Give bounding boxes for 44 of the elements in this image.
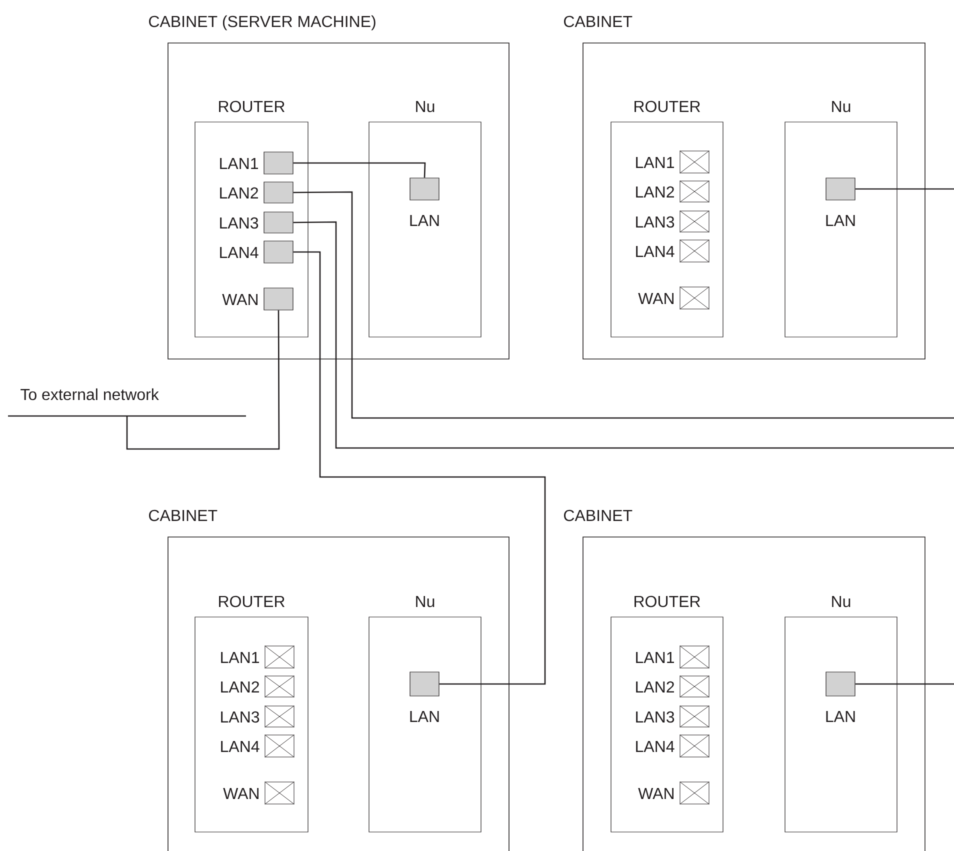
port-label: LAN <box>826 710 855 722</box>
cable-line <box>855 188 954 190</box>
port-label: WAN <box>638 293 674 304</box>
cabinet-label: CABINET <box>564 16 632 28</box>
port-label: LAN3 <box>636 216 674 228</box>
device-label: Nu <box>832 101 850 112</box>
cabinet-label: CABINET <box>149 510 218 522</box>
port-label: LAN2 <box>220 187 258 198</box>
port-label: LAN <box>410 215 439 226</box>
port-label: WAN <box>223 788 258 799</box>
port-label: LAN4 <box>636 740 674 752</box>
port-label: LAN2 <box>221 681 259 692</box>
device-label: ROUTER <box>219 100 285 112</box>
port-label: LAN <box>826 215 855 226</box>
device-label: Nu <box>416 596 434 608</box>
port-label: WAN <box>222 294 258 305</box>
cabinet-label: CABINET <box>564 510 632 522</box>
network-label: To external network <box>8 388 246 417</box>
port-label: LAN1 <box>220 158 258 169</box>
cable-line <box>293 221 954 449</box>
device-label: ROUTER <box>219 596 285 608</box>
cabinet-label: CABINET (SERVER MACHINE) <box>149 15 376 30</box>
cable-line <box>293 162 426 178</box>
device-label: Nu <box>832 596 850 608</box>
device-label: ROUTER <box>634 100 700 112</box>
port-label: LAN <box>410 710 439 722</box>
port-label: LAN2 <box>636 681 674 692</box>
device-label: ROUTER <box>634 596 700 608</box>
cable-line <box>855 683 954 685</box>
cable-line <box>293 191 954 419</box>
port-label: LAN1 <box>636 652 674 663</box>
port-label: LAN1 <box>221 652 259 663</box>
port-label: LAN4 <box>220 247 258 258</box>
port-label: LAN1 <box>636 157 674 168</box>
port-label: LAN3 <box>220 217 258 229</box>
port-label: WAN <box>638 788 674 799</box>
port-label: LAN4 <box>221 740 260 752</box>
port-label: LAN3 <box>636 711 674 723</box>
device-label: Nu <box>416 101 434 112</box>
port-label: LAN3 <box>221 711 260 723</box>
cable-line <box>126 310 280 450</box>
port-label: LAN4 <box>636 246 674 257</box>
cable-line <box>293 251 546 685</box>
port-label: LAN2 <box>636 186 674 198</box>
